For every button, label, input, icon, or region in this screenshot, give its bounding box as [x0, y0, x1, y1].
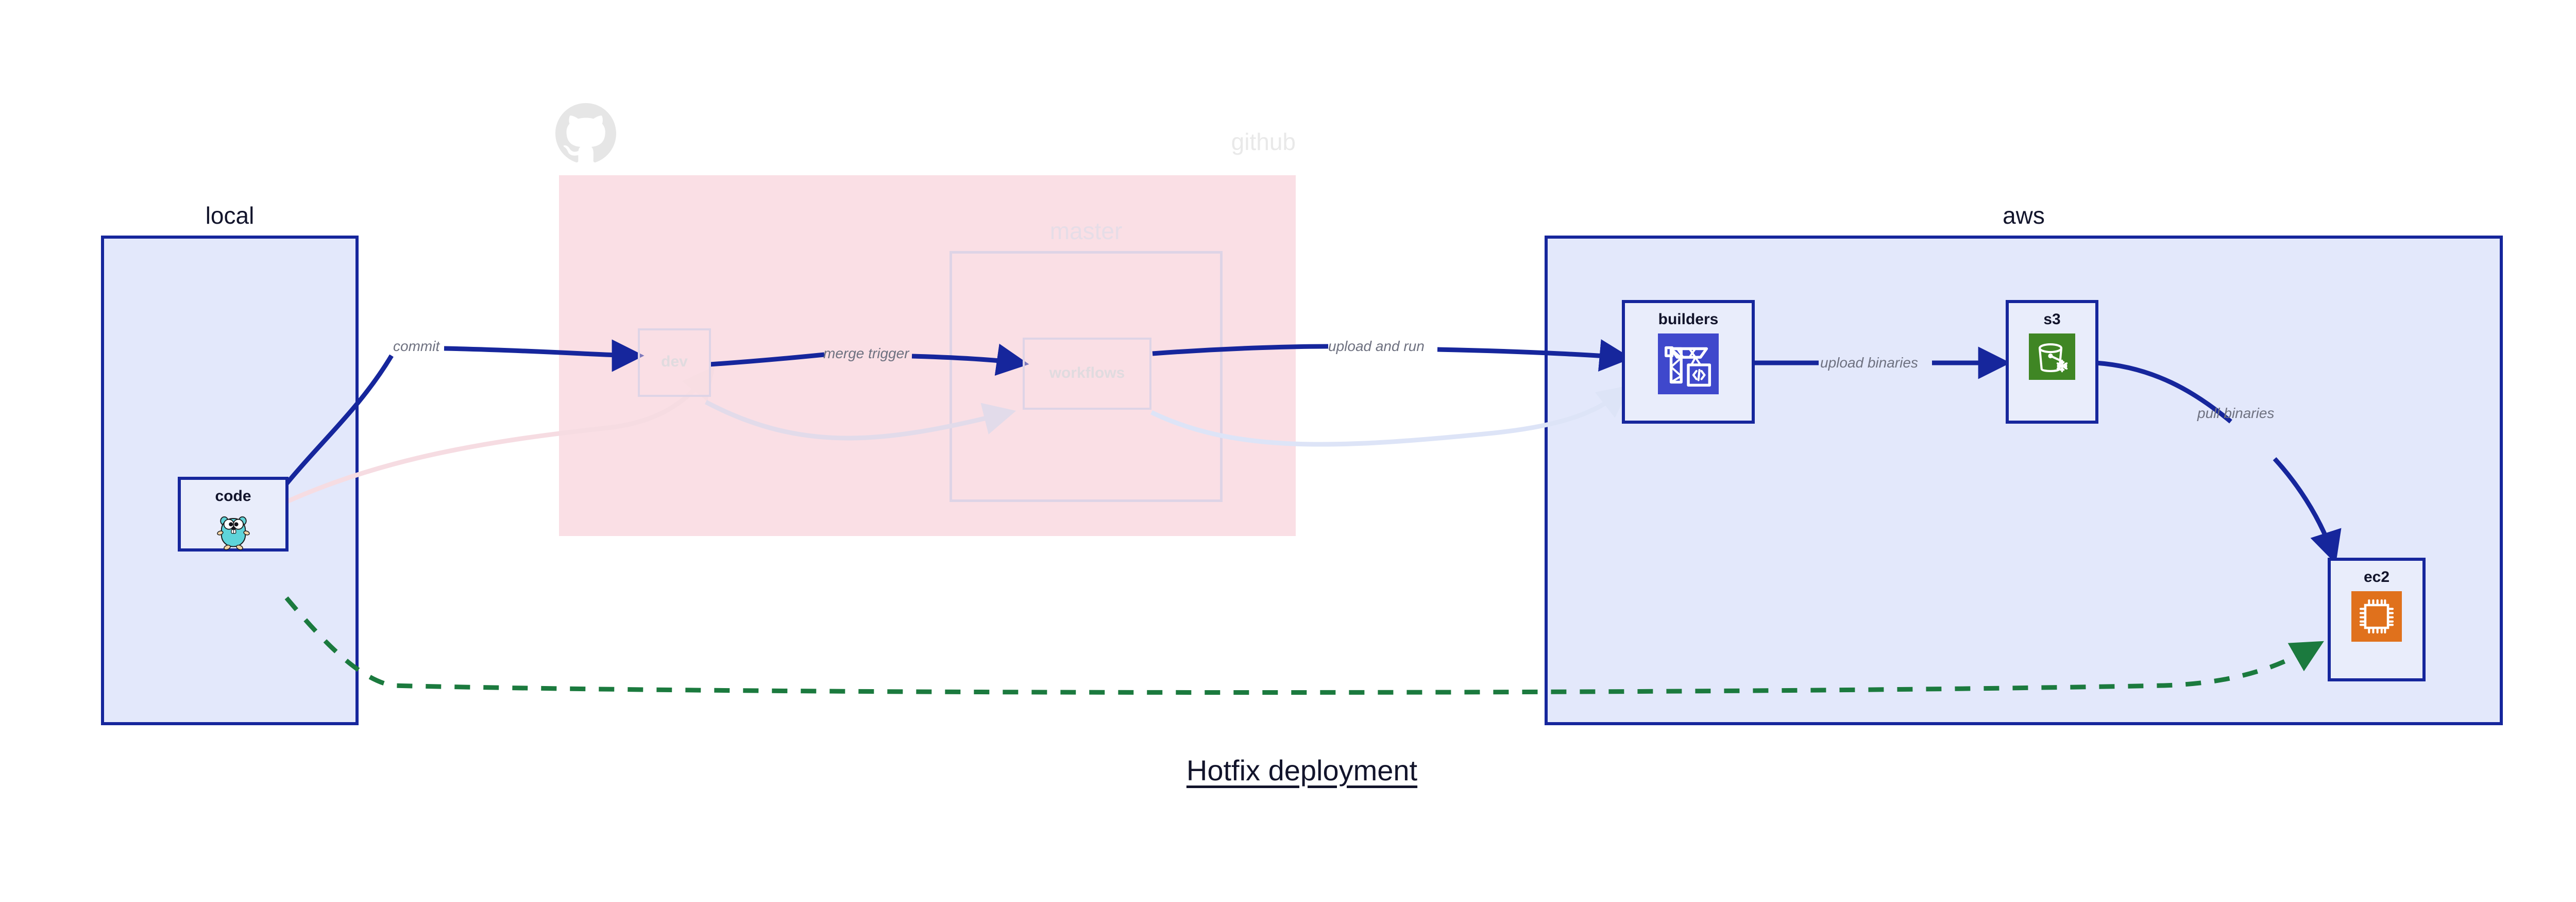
- edge-label-pull-binaries: pull binaries: [2197, 405, 2275, 421]
- node-s3[interactable]: s3: [2006, 300, 2098, 424]
- aws-codebuild-icon: [1658, 333, 1719, 397]
- node-workflows[interactable]: workflows: [1023, 338, 1151, 410]
- node-builders-label: builders: [1658, 311, 1719, 328]
- edge-label-upload-and-run: upload and run: [1328, 338, 1425, 354]
- edge-label-merge-trigger: merge trigger: [823, 345, 909, 361]
- node-code-label: code: [215, 488, 251, 505]
- node-dev[interactable]: dev: [638, 328, 711, 397]
- node-builders[interactable]: builders: [1622, 300, 1755, 424]
- golang-gopher-icon: [212, 510, 255, 554]
- edge-label-upload-binaries: upload binaries: [1820, 355, 1918, 371]
- aws-ec2-icon: [2351, 591, 2402, 644]
- cluster-master-body: [950, 251, 1223, 502]
- aws-s3-glacier-icon: [2029, 333, 2075, 382]
- edge-label-commit: commit: [393, 338, 440, 354]
- node-dev-label: dev: [661, 353, 688, 370]
- cluster-master: master: [950, 219, 1223, 502]
- node-ec2[interactable]: ec2: [2328, 558, 2426, 681]
- node-workflows-label: workflows: [1049, 364, 1125, 381]
- node-code[interactable]: code: [178, 477, 289, 552]
- cluster-local-label: local: [205, 202, 255, 229]
- cluster-github-label: github: [1231, 128, 1296, 155]
- page-title: Hotfix deployment: [1186, 754, 1418, 787]
- node-s3-label: s3: [2043, 311, 2061, 328]
- node-ec2-label: ec2: [2363, 569, 2390, 586]
- cluster-master-label: master: [1049, 218, 1123, 244]
- github-octocat-icon: [555, 103, 616, 164]
- cluster-aws-label: aws: [2003, 202, 2045, 229]
